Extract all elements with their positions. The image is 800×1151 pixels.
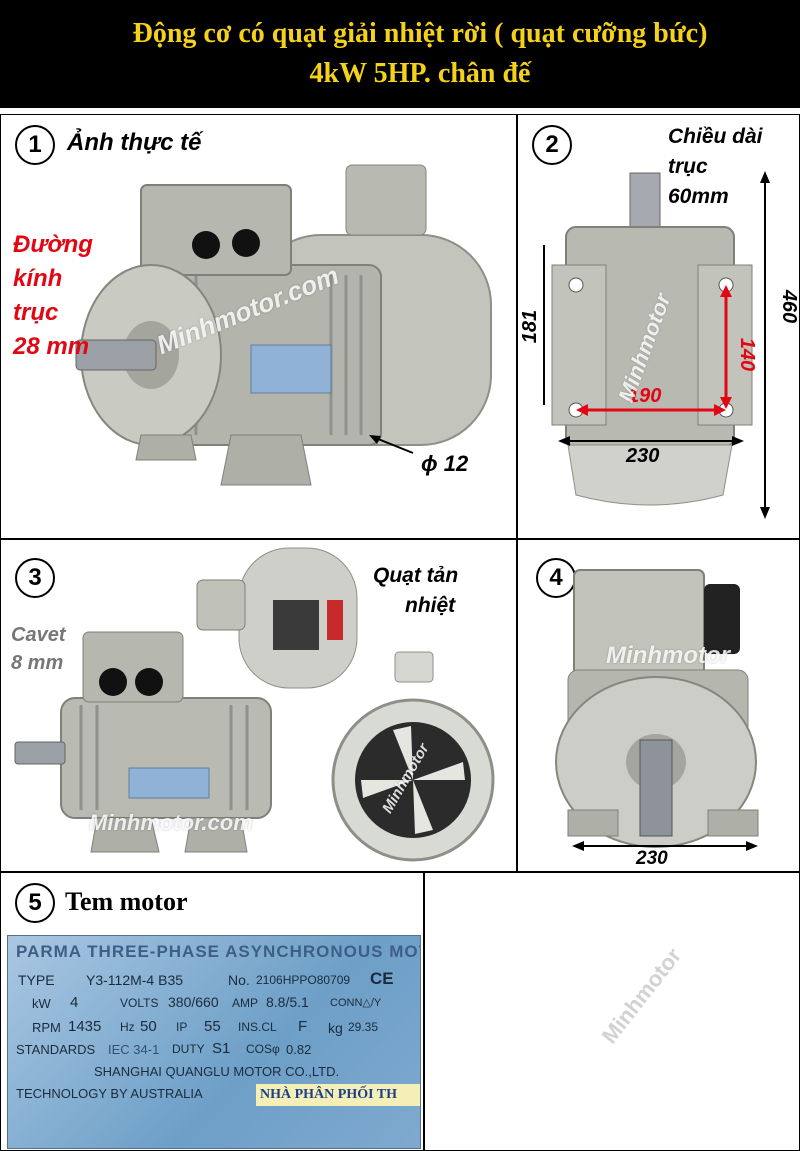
cavet-line2: 8 mm (11, 652, 64, 674)
plate-duty-value: S1 (212, 1040, 231, 1057)
motor-front-illustration (555, 569, 759, 851)
plate-ip-value: 55 (204, 1018, 221, 1035)
dimension-181: 181 (519, 309, 542, 344)
panel-real-photo: 1 Ảnh thực tế Đường kính trục 28 mm (0, 114, 517, 539)
panel-number-badge: 3 (15, 558, 55, 598)
plate-volts-label: VOLTS (120, 996, 159, 1010)
watermark: Minhmotor (606, 642, 730, 669)
dimension-140: 140 (736, 337, 759, 372)
shaft-length-line2: trục (668, 155, 708, 178)
fan-label-line1: Quạt tản (373, 564, 459, 587)
plate-kg-value: 29.35 (348, 1020, 379, 1034)
plate-amp-label: AMP (232, 996, 259, 1010)
watermark: Minhmotor (596, 943, 687, 1049)
plate-maker: SHANGHAI QUANGLU MOTOR CO.,LTD. (94, 1064, 340, 1079)
plate-kw-value: 4 (70, 994, 79, 1011)
dimension-230: 230 (626, 445, 660, 467)
dimension-190: 190 (628, 385, 662, 407)
plate-duty-label: DUTY (172, 1042, 205, 1056)
shaft-diameter-line1: Đường (13, 231, 93, 258)
plate-cos-label: COSφ (246, 1042, 280, 1056)
plate-cos-value: 0.82 (286, 1042, 312, 1057)
panel-fan-and-cavet: 3 Cavet 8 mm Quạt tản nhiệt (0, 539, 517, 872)
panel-dimensions-front: 2 Chiều dài trục 60mm 181 4 (517, 114, 800, 539)
plate-rpm-label: RPM (32, 1020, 61, 1035)
panel-number-badge: 1 (15, 125, 55, 165)
plate-amp-value: 8.8/5.1 (266, 994, 309, 1010)
plate-hz-value: 50 (140, 1018, 157, 1035)
panel-number-badge: 2 (532, 125, 572, 165)
plate-conn-label: CONN△/Y (330, 997, 382, 1009)
plate-standards-value: IEC 34-1 (108, 1042, 160, 1057)
panel-front-view: 4 Minhmotor 230 (517, 539, 800, 872)
plate-technology: TECHNOLOGY BY AUSTRALIA (16, 1086, 203, 1101)
plate-brand: PARMA THREE-PHASE ASYNCHRONOUS MOTOR (16, 942, 421, 961)
plate-no-label: No. (228, 972, 250, 988)
plate-kw-label: kW (32, 996, 51, 1011)
plate-no-value: 2106HPPO80709 (256, 973, 351, 987)
plate-volts-value: 380/660 (168, 994, 219, 1010)
plate-type-value: Y3-112M-4 B35 (86, 972, 184, 988)
dimension-230: 230 (636, 848, 668, 869)
panel-nameplate: 5 Tem motor PARMA THREE-PHASE ASYNCHRONO… (0, 872, 424, 1151)
panel-empty: Minhmotor (424, 872, 800, 1151)
plate-distributor: NHÀ PHÂN PHỐI TH (256, 1084, 420, 1106)
plate-ce-mark: CE (370, 969, 394, 988)
page-header: Động cơ có quạt giải nhiệt rời ( quạt cư… (0, 0, 800, 108)
plate-kg-label: kg (328, 1020, 343, 1036)
plate-ins-label: INS.CL (238, 1020, 277, 1034)
plate-ip-label: IP (176, 1020, 188, 1034)
bolt-diameter-label: ϕ 12 (421, 451, 469, 476)
page-title-line1: Động cơ có quạt giải nhiệt rời ( quạt cư… (132, 18, 708, 49)
panel-number-badge: 5 (15, 883, 55, 923)
fan-label-line2: nhiệt (405, 594, 456, 617)
shaft-diameter-line4: 28 mm (13, 333, 90, 360)
shaft-diameter-line3: trục (13, 299, 59, 326)
shaft-length-line1: Chiều dài (668, 125, 763, 148)
plate-hz-label: Hz (120, 1020, 135, 1034)
plate-rpm-value: 1435 (68, 1018, 102, 1035)
plate-ins-value: F (298, 1018, 308, 1035)
parts-illustration (14, 547, 495, 862)
watermark-main: Minhmotor.com (89, 810, 253, 835)
motor-nameplate: PARMA THREE-PHASE ASYNCHRONOUS MOTOR TYP… (7, 935, 421, 1149)
motor-photo-illustration (75, 164, 492, 486)
plate-type-label: TYPE (18, 972, 55, 988)
plate-standards-label: STANDARDS (16, 1042, 96, 1057)
panel-title: Ảnh thực tế (67, 129, 202, 156)
shaft-diameter-line2: kính (13, 265, 63, 292)
panel-title: Tem motor (65, 887, 188, 916)
cavet-line1: Cavet (11, 624, 66, 646)
page-title-line2: 4kW 5HP. chân đế (309, 58, 531, 89)
shaft-length-line3: 60mm (668, 185, 729, 208)
motor-end-view-illustration (543, 171, 770, 519)
dimension-460: 460 (778, 289, 800, 324)
